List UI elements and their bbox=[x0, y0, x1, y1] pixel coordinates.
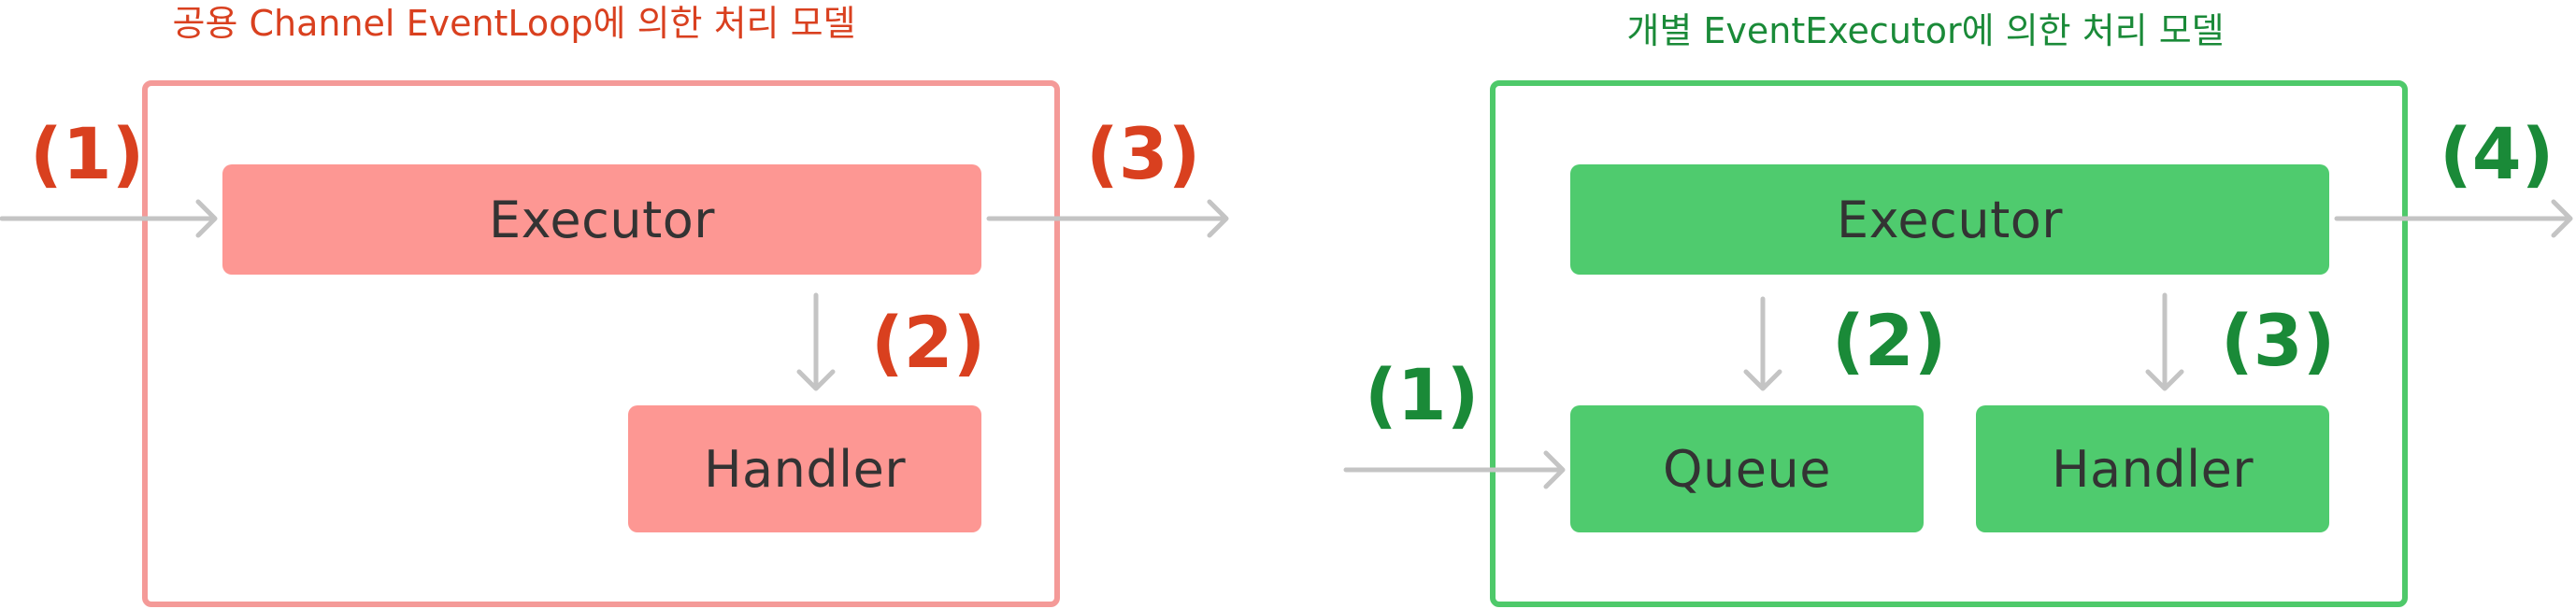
left-step-2-label: (2) bbox=[871, 301, 986, 384]
left-executor-label: Executor bbox=[489, 190, 715, 249]
right-queue-box: Queue bbox=[1570, 405, 1924, 532]
right-step-2-label: (2) bbox=[1832, 299, 1947, 382]
left-step-3-label: (3) bbox=[1086, 112, 1201, 195]
right-queue-label: Queue bbox=[1663, 439, 1831, 499]
right-step-3-label: (3) bbox=[2221, 299, 2336, 382]
left-model-frame bbox=[142, 80, 1060, 607]
right-executor-to-handler-arrow bbox=[2145, 292, 2184, 391]
right-model-title: 개별 EventExecutor에 의한 처리 모델 bbox=[1626, 10, 2225, 51]
left-executor-to-handler-arrow bbox=[796, 292, 836, 391]
left-input-arrow bbox=[0, 199, 218, 238]
left-executor-box: Executor bbox=[222, 164, 981, 275]
right-step-4-label: (4) bbox=[2440, 112, 2555, 195]
right-executor-to-queue-arrow bbox=[1743, 296, 1782, 391]
right-model-frame bbox=[1490, 80, 2408, 607]
right-executor-label: Executor bbox=[1837, 190, 2063, 249]
left-handler-box: Handler bbox=[628, 405, 981, 532]
right-input-arrow bbox=[1343, 450, 1566, 489]
right-step-1-label: (1) bbox=[1365, 353, 1480, 436]
left-step-1-label: (1) bbox=[30, 112, 145, 195]
left-output-arrow bbox=[986, 199, 1229, 238]
left-model-title: 공용 Channel EventLoop에 의한 처리 모델 bbox=[172, 3, 856, 44]
left-handler-label: Handler bbox=[703, 439, 907, 499]
right-executor-box: Executor bbox=[1570, 164, 2329, 275]
right-output-arrow bbox=[2334, 199, 2573, 238]
right-handler-label: Handler bbox=[2051, 439, 2254, 499]
right-handler-box: Handler bbox=[1976, 405, 2329, 532]
